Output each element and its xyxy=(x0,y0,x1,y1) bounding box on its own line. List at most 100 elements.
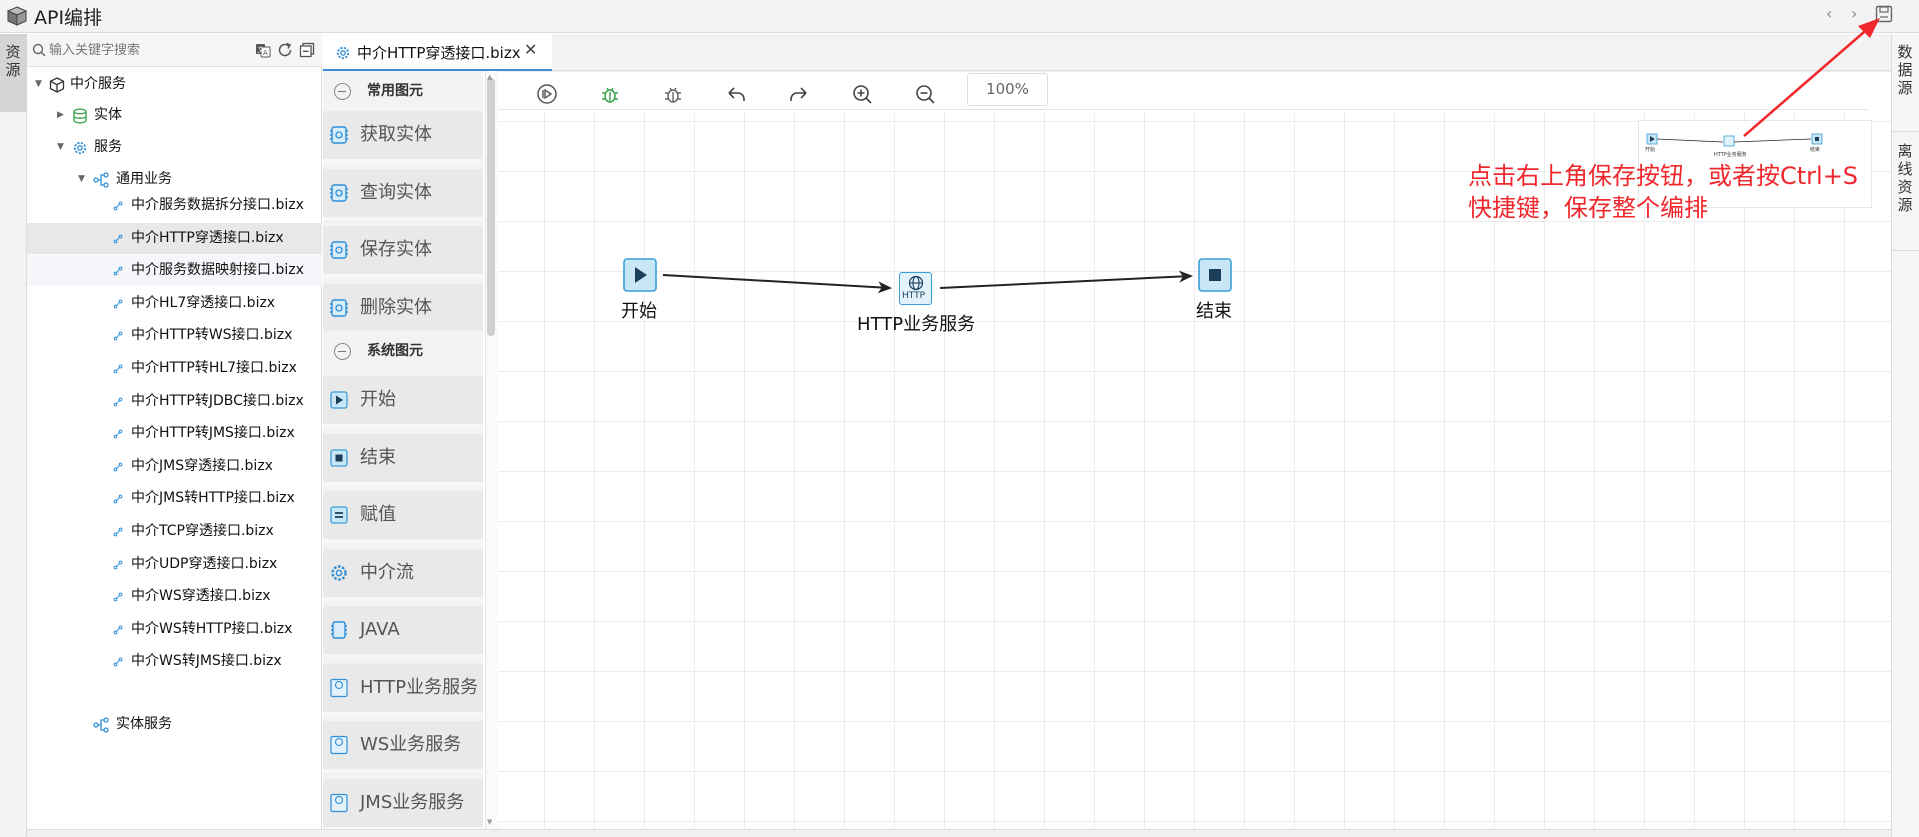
jms-service-icon xyxy=(330,793,348,812)
end-node[interactable] xyxy=(1198,258,1232,292)
back-icon[interactable]: ‹ xyxy=(1826,4,1833,23)
palette-item[interactable]: 删除实体 xyxy=(323,283,483,336)
hierarchy-icon xyxy=(93,717,109,733)
start-icon xyxy=(330,391,348,409)
tree-node-entity-service[interactable]: 实体服务 xyxy=(27,709,322,740)
debug-bug-icon[interactable] xyxy=(599,83,621,105)
flow-file-icon xyxy=(113,201,123,211)
redo-icon[interactable] xyxy=(788,83,810,105)
tree-file-label: 中介WS转JMS接口.bizx xyxy=(131,653,282,670)
palette-item-label: 赋值 xyxy=(360,504,396,525)
debug-stop-icon[interactable] xyxy=(662,83,684,105)
flow-file-icon xyxy=(113,495,123,504)
save-icon[interactable] xyxy=(1875,5,1893,23)
scroll-down-icon[interactable]: ▼ xyxy=(487,818,493,826)
palette-scrollbar-thumb[interactable] xyxy=(487,78,495,336)
tree-general-label: 通用业务 xyxy=(116,171,172,187)
gear-icon xyxy=(331,564,347,581)
collapse-circle-icon[interactable] xyxy=(334,83,351,100)
tree-file-item[interactable]: 中介HTTP穿透接口.bizx xyxy=(27,222,322,254)
tree-file-label: 中介UDP穿透接口.bizx xyxy=(131,555,278,572)
tree-file-item[interactable]: 中介WS穿透接口.bizx xyxy=(27,581,322,612)
zoom-out-icon[interactable] xyxy=(914,83,936,105)
close-icon[interactable]: ✕ xyxy=(524,40,538,59)
annotation-arrow xyxy=(1743,18,1880,137)
collapse-all-icon[interactable] xyxy=(299,42,315,58)
expand-arrow-icon[interactable]: ▼ xyxy=(57,142,64,152)
flow-file-icon xyxy=(113,234,123,243)
tree-node-general[interactable]: ▼ 通用业务 xyxy=(27,164,322,195)
palette-item[interactable]: 赋值 xyxy=(323,491,483,543)
tree-file-label: 中介HTTP转WS接口.bizx xyxy=(131,327,293,344)
palette-item[interactable]: 获取实体 xyxy=(323,111,483,163)
status-bar xyxy=(27,829,1891,837)
datasource-tab[interactable]: 数据源 xyxy=(1897,43,1913,97)
annotation-line-2: 快捷键，保存整个编排 xyxy=(1468,194,1708,222)
tree-node-service[interactable]: ▼ 服务 xyxy=(27,132,322,163)
tree-file-item[interactable]: 中介HTTP转JMS接口.bizx xyxy=(27,418,322,449)
flow-file-icon xyxy=(113,462,123,472)
palette-item[interactable]: 结束 xyxy=(323,433,483,486)
tree-file-item[interactable]: 中介JMS穿透接口.bizx xyxy=(27,451,322,482)
tree-node-entity[interactable]: ▶ 实体 xyxy=(27,100,322,131)
tree-entity-service-label: 实体服务 xyxy=(116,716,172,732)
palette-item[interactable]: 保存实体 xyxy=(323,226,483,278)
tree-file-item[interactable]: 中介HTTP转WS接口.bizx xyxy=(27,320,322,351)
palette-item[interactable]: 中介流 xyxy=(323,548,483,601)
palette-item[interactable]: JAVA xyxy=(323,606,483,658)
tree-file-item[interactable]: 中介JMS转HTTP接口.bizx xyxy=(27,483,322,514)
palette-item[interactable]: JMS业务服务 xyxy=(323,778,483,829)
palette-item[interactable]: WS业务服务 xyxy=(323,721,483,773)
query-entity-icon xyxy=(330,183,348,202)
tree-node-root[interactable]: ▼ 中介服务 xyxy=(27,69,322,100)
palette-item-label: 删除实体 xyxy=(360,296,432,318)
tree-file-label: 中介HTTP转JMS接口.bizx xyxy=(131,425,295,442)
expand-arrow-icon[interactable]: ▼ xyxy=(78,174,85,184)
offline-resource-tab[interactable]: 离线资源 xyxy=(1897,142,1913,214)
search-bar: 文 A xyxy=(27,34,322,67)
resource-tab-label[interactable]: 资源 xyxy=(5,43,21,79)
tree-file-item[interactable]: 中介HL7穿透接口.bizx xyxy=(27,288,322,319)
palette-group-common[interactable]: 常用图元 xyxy=(323,71,483,111)
expand-arrow-icon[interactable]: ▶ xyxy=(57,110,64,120)
tree-file-item[interactable]: 中介WS转HTTP接口.bizx xyxy=(27,614,322,645)
run-icon[interactable] xyxy=(536,83,558,105)
tree-file-item[interactable]: 中介WS转JMS接口.bizx xyxy=(27,646,322,677)
palette-item[interactable]: 开始 xyxy=(323,376,483,428)
tree-file-item[interactable]: 中介HTTP转HL7接口.bizx xyxy=(27,353,322,384)
tree-file-item[interactable]: 中介TCP穿透接口.bizx xyxy=(27,516,322,547)
refresh-icon[interactable] xyxy=(277,42,293,58)
undo-icon[interactable] xyxy=(725,83,747,105)
ws-service-icon xyxy=(330,735,348,755)
end-icon xyxy=(330,448,348,467)
palette-item-label: WS业务服务 xyxy=(360,734,462,755)
zoom-level-field[interactable]: 100% xyxy=(967,73,1048,106)
editor-tab[interactable]: 中介HTTP穿透接口.bizx ✕ xyxy=(323,34,552,71)
zoom-in-icon[interactable] xyxy=(851,83,873,105)
resource-tab[interactable] xyxy=(0,34,27,112)
scroll-up-icon[interactable]: ▲ xyxy=(487,73,493,81)
start-node[interactable] xyxy=(623,258,657,292)
tree-file-item[interactable]: 中介服务数据映射接口.bizx xyxy=(27,255,322,287)
palette-item-label: JAVA xyxy=(360,619,400,640)
forward-icon[interactable]: › xyxy=(1851,4,1858,23)
translate-icon[interactable]: 文 A xyxy=(255,42,271,58)
palette-group-common-label: 常用图元 xyxy=(367,83,423,99)
http-service-node[interactable]: HTTP xyxy=(899,272,932,305)
palette-group-system[interactable]: 系统图元 xyxy=(323,331,483,371)
expand-arrow-icon[interactable]: ▼ xyxy=(35,79,42,89)
editor-tab-label: 中介HTTP穿透接口.bizx xyxy=(357,44,521,62)
palette-item[interactable]: HTTP业务服务 xyxy=(323,663,483,716)
minimap[interactable]: 开始 HTTP业务服务 结束 xyxy=(1638,120,1872,208)
tree-file-item[interactable]: 中介服务数据拆分接口.bizx xyxy=(27,190,322,221)
annotation-text: 点击右上角保存按钮，或者按Ctrl+S 快捷键，保存整个编排 xyxy=(1468,160,1858,224)
search-input[interactable] xyxy=(49,40,229,60)
palette-item[interactable]: 查询实体 xyxy=(323,168,483,221)
collapse-circle-icon[interactable] xyxy=(334,343,351,360)
palette-item-label: 查询实体 xyxy=(360,181,432,203)
search-icon xyxy=(32,43,46,57)
canvas-toolbar xyxy=(508,73,1858,113)
tree-file-item[interactable]: 中介UDP穿透接口.bizx xyxy=(27,549,322,580)
tree-file-item[interactable]: 中介HTTP转JDBC接口.bizx xyxy=(27,386,322,417)
start-node-label: 开始 xyxy=(621,301,657,322)
